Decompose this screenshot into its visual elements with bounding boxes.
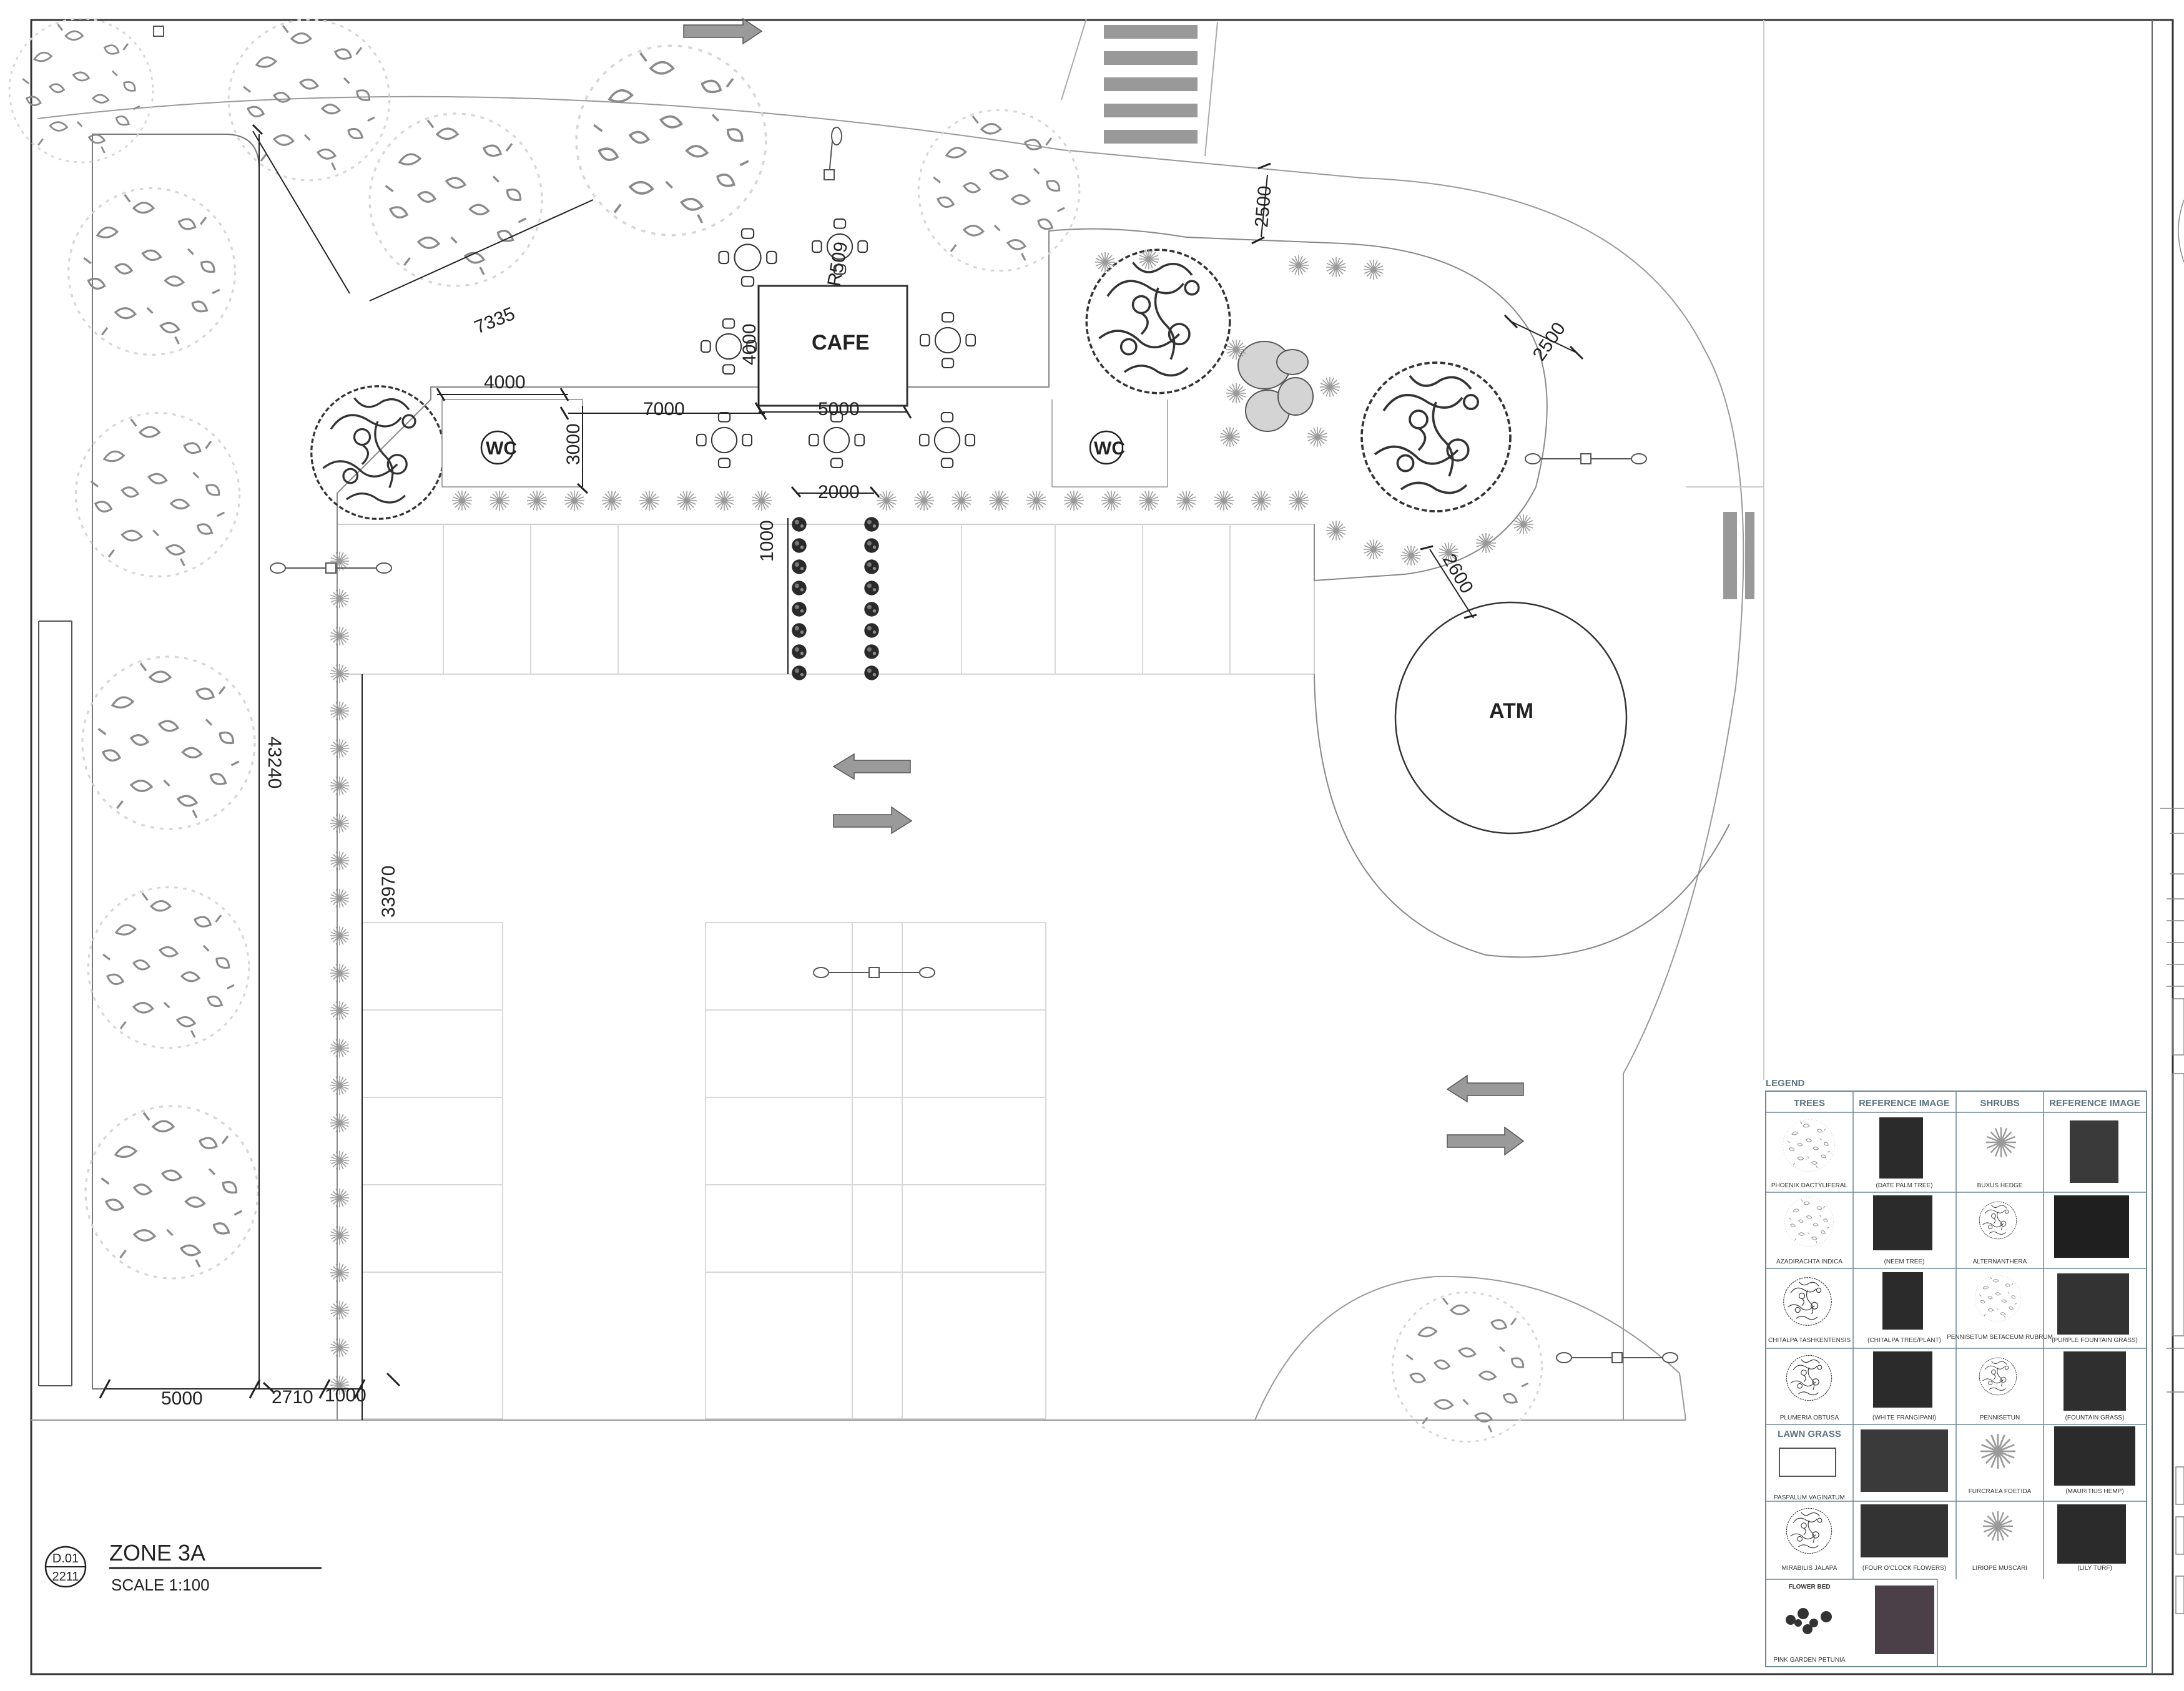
legend-lawn-shrub-2: LIRIOPE MUSCARI xyxy=(1972,1565,2027,1572)
detail-ref-top: D.01 xyxy=(52,1552,79,1566)
legend-shrub-1: BUXUS HEDGE xyxy=(1977,1182,2023,1189)
dim-4000-h: 4000 xyxy=(484,372,526,393)
sheet-title-strip xyxy=(2160,199,2184,1614)
dim-7000: 7000 xyxy=(643,399,685,419)
dim-4000-v: 4000 xyxy=(739,323,760,365)
legend-lawn-shrub-ref-1: (MAURITIUS HEMP) xyxy=(2065,1488,2123,1495)
detail-ref-bottom: 2211 xyxy=(52,1570,79,1584)
legend-tree-3: CHITALPA TASHKENTENSIS xyxy=(1768,1337,1851,1344)
legend-lawn-heading: LAWN GRASS xyxy=(1778,1429,1841,1439)
legend-lawn-shrub-1: FURCRAEA FOETIDA xyxy=(1969,1488,2032,1495)
dim-2500-top: 2500 xyxy=(1251,185,1276,228)
dim-33970: 33970 xyxy=(378,866,399,918)
dim-1000-bottom: 1000 xyxy=(325,1385,366,1406)
drawing-scale: SCALE 1:100 xyxy=(111,1576,210,1594)
legend-tree-4: PLUMERIA OBTUSA xyxy=(1780,1414,1839,1421)
dim-2000: 2000 xyxy=(818,482,860,502)
legend-header-shrubs: SHRUBS xyxy=(1980,1098,2019,1109)
legend-tree-2: AZADIRACHTA INDICA xyxy=(1776,1258,1842,1265)
dim-43240: 43240 xyxy=(264,737,285,788)
cafe-label: CAFE xyxy=(812,331,870,355)
drawing-title-block: D.01 2211 ZONE 3A SCALE 1:100 xyxy=(44,1540,322,1594)
legend-tree-ref-3: (CHITALPA TREE/PLANT) xyxy=(1867,1337,1941,1344)
dim-2600: 2600 xyxy=(1439,551,1477,597)
dim-5000-bottom: 5000 xyxy=(161,1388,203,1409)
legend: LEGEND TREES REFERENCE IMAGE SHRUBS REFE… xyxy=(1765,1078,2147,1667)
legend-tree-ref-2: (NEEM TREE) xyxy=(1884,1258,1925,1265)
dim-3000: 3000 xyxy=(563,423,584,465)
legend-header-shrub-ref: REFERENCE IMAGE xyxy=(2049,1098,2140,1109)
legend-shrub-4: PENNISETUN xyxy=(1980,1414,2020,1421)
legend-lawn-1: PASPALUM VAGINATUM xyxy=(1774,1494,1845,1501)
legend-tree-1: PHOENIX DACTYLIFERAL xyxy=(1771,1182,1848,1189)
legend-tree-ref-4: (WHITE FRANGIPANI) xyxy=(1872,1414,1936,1421)
legend-lawn-2: MIRABILIS JALAPA xyxy=(1782,1565,1837,1572)
dim-2710: 2710 xyxy=(272,1387,313,1408)
legend-header-trees: TREES xyxy=(1794,1098,1825,1109)
dim-7335: 7335 xyxy=(471,303,518,338)
legend-shrub-3: PENNISETUM SETACEUM RUBRUM xyxy=(1947,1334,2053,1341)
legend-header-tree-ref: REFERENCE IMAGE xyxy=(1859,1098,1950,1109)
site-plan: CAFE WC WC ATM 7335 4000 7000 4000 R509 … xyxy=(8,17,1764,1442)
dim-1000-v: 1000 xyxy=(757,520,777,562)
dim-5000-cafe: 5000 xyxy=(818,399,860,419)
atm-label: ATM xyxy=(1489,699,1533,723)
wc-label-right: WC xyxy=(1094,438,1125,459)
legend-flower-1: PINK GARDEN PETUNIA xyxy=(1773,1657,1845,1664)
legend-tree-ref-1: (DATE PALM TREE) xyxy=(1876,1182,1932,1189)
legend-lawn-ref-2: (FOUR O'CLOCK FLOWERS) xyxy=(1862,1565,1946,1572)
legend-shrub-ref-4: (FOUNTAIN GRASS) xyxy=(2065,1414,2125,1421)
legend-shrub-2: ALTERNANTHERA xyxy=(1973,1258,2027,1265)
legend-flower-heading: FLOWER BED xyxy=(1788,1584,1830,1591)
legend-lawn-shrub-ref-2: (LILY TURF) xyxy=(2077,1565,2112,1572)
drawing-title: ZONE 3A xyxy=(109,1540,205,1566)
wc-label-left: WC xyxy=(486,438,517,459)
legend-title: LEGEND xyxy=(1766,1078,1805,1089)
legend-shrub-ref-3: (PURPLE FOUNTAIN GRASS) xyxy=(2052,1337,2138,1344)
